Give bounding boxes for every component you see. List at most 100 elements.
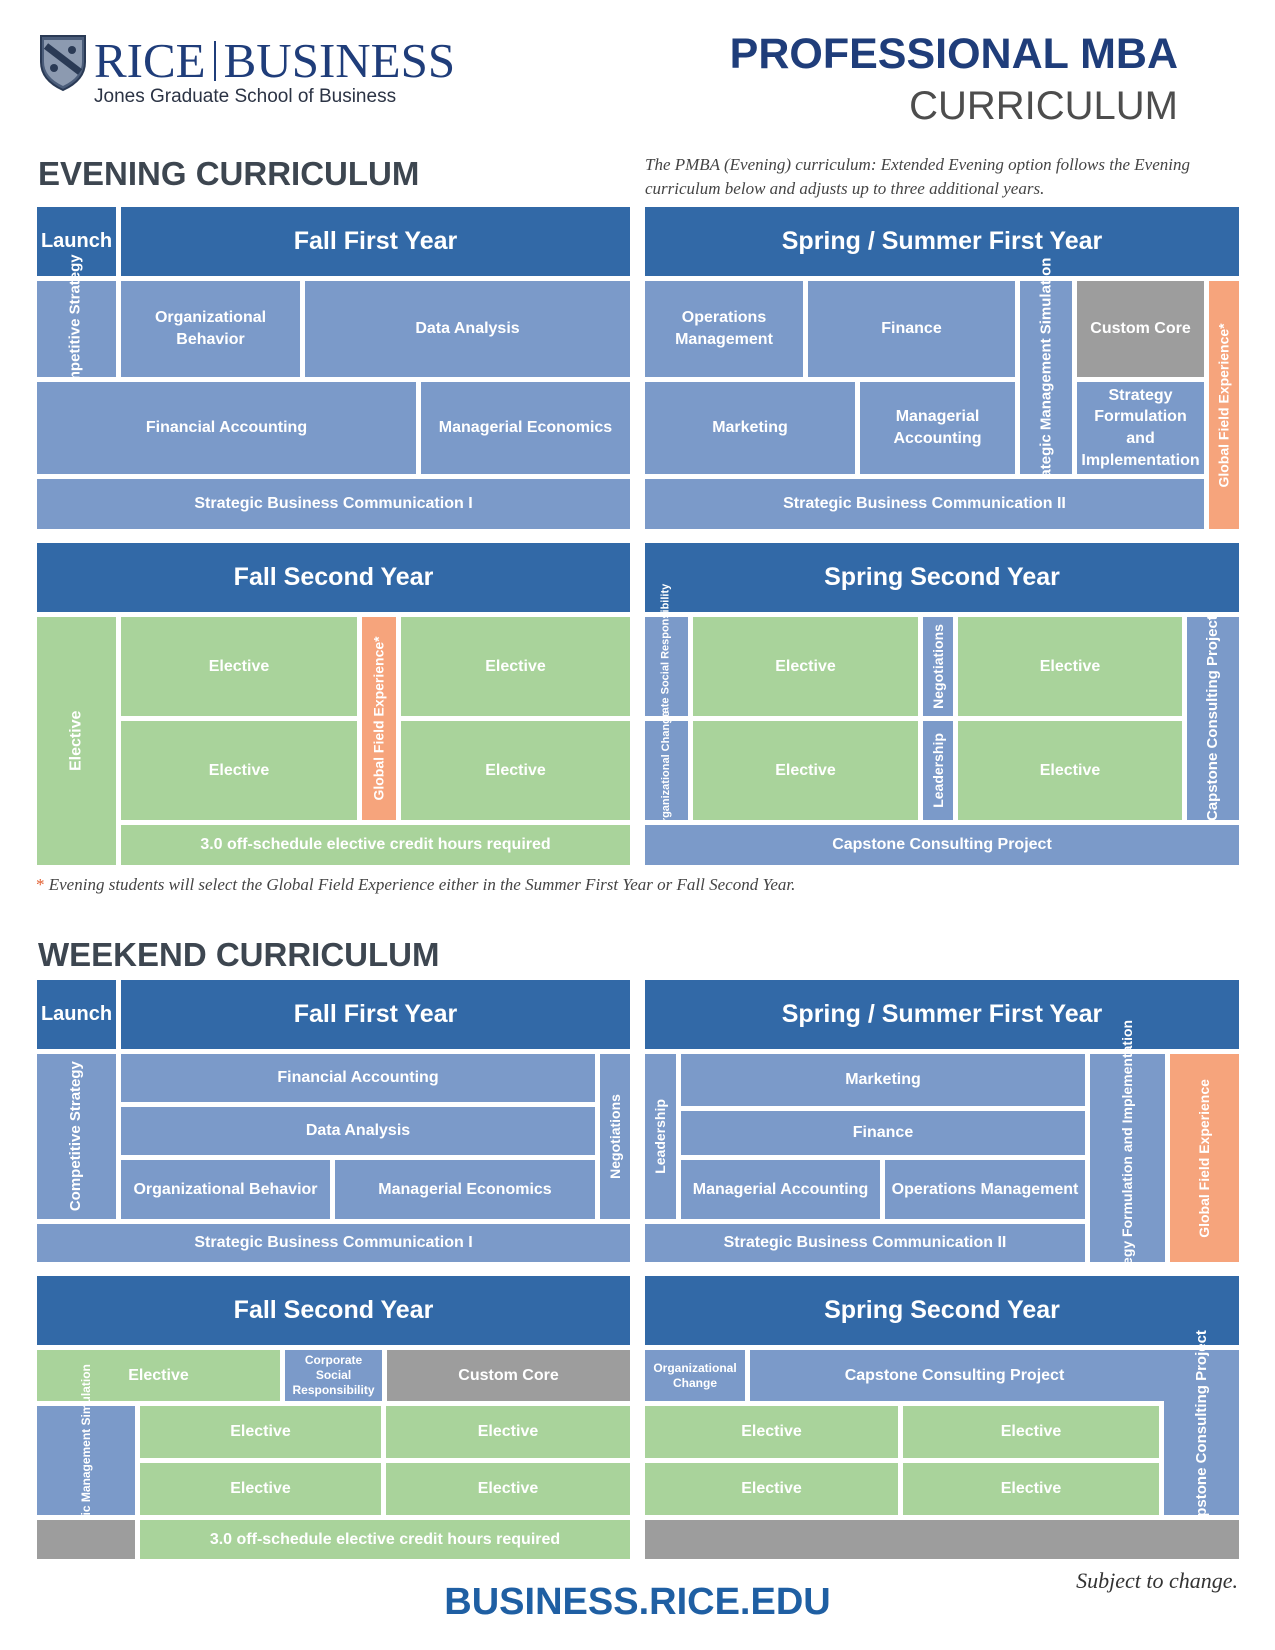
weekend-spring2-elective-1[interactable]: Elective: [645, 1406, 898, 1458]
evening-fall2-elective-1[interactable]: Elective: [121, 617, 357, 716]
label: Global Field Experience*: [1215, 322, 1232, 488]
evening-fall2-elective-4[interactable]: Elective: [401, 721, 630, 820]
weekend-fall2-elective-1[interactable]: Elective: [140, 1406, 381, 1458]
evening-sbc1[interactable]: Strategic Business Communication I: [37, 479, 630, 529]
label: Strategy Formulation and Implementation: [1119, 1019, 1136, 1297]
evening-sbc2[interactable]: Strategic Business Communication II: [645, 479, 1204, 529]
weekend-fall2-elective-3[interactable]: Elective: [140, 1463, 381, 1515]
disclaimer: Subject to change.: [1076, 1568, 1238, 1593]
evening-spring1-header: Spring / Summer First Year: [645, 207, 1239, 276]
evening-spring2-elective-1[interactable]: Elective: [693, 617, 918, 716]
evening-fall2-global-field-experience[interactable]: Global Field Experience*: [362, 617, 396, 820]
evening-elective-tall[interactable]: Elective: [37, 617, 116, 865]
weekend-operations-management[interactable]: Operations Management: [885, 1160, 1085, 1219]
label: Leadership: [652, 1099, 669, 1174]
evening-strategy-formulation[interactable]: Strategy Formulation and Implementation: [1077, 382, 1204, 474]
evening-fall2-elective-3[interactable]: Elective: [121, 721, 357, 820]
evening-negotiations[interactable]: Negotiations: [923, 617, 953, 716]
weekend-global-field-experience[interactable]: Global Field Experience: [1170, 1054, 1239, 1262]
label: Capstone Consulting Project: [1203, 615, 1221, 822]
evening-managerial-economics[interactable]: Managerial Economics: [421, 382, 630, 474]
evening-operations-management[interactable]: Operations Management: [645, 281, 803, 377]
weekend-fall1-header: Fall First Year: [121, 980, 630, 1049]
program-title: PROFESSIONAL MBA: [729, 30, 1178, 78]
evening-capstone-vertical[interactable]: Capstone Consulting Project: [1187, 615, 1239, 822]
weekend-capstone-vertical[interactable]: Capstone Consulting Project: [1164, 1330, 1239, 1535]
brand-business: BUSINESS: [223, 33, 456, 88]
weekend-spring2-elective-4[interactable]: Elective: [903, 1463, 1159, 1515]
evening-managerial-accounting[interactable]: Managerial Accounting: [860, 382, 1015, 474]
weekend-capstone-bar[interactable]: Capstone Consulting Project: [750, 1350, 1159, 1401]
weekend-sbc1[interactable]: Strategic Business Communication I: [37, 1224, 630, 1262]
weekend-launch-header: Launch: [37, 980, 116, 1049]
evening-fall2-elective-2[interactable]: Elective: [401, 617, 630, 716]
brand-wordmark: RICE BUSINESS: [94, 36, 455, 85]
weekend-strategic-management-simulation[interactable]: Strategic Management Simulation: [37, 1364, 135, 1557]
weekend-spring2-elective-2[interactable]: Elective: [903, 1406, 1159, 1458]
label: Capstone Consulting Project: [1192, 1329, 1210, 1536]
weekend-sbc2[interactable]: Strategic Business Communication II: [645, 1224, 1085, 1262]
evening-csr[interactable]: Corporate Social Responsibility: [645, 583, 688, 750]
weekend-marketing[interactable]: Marketing: [681, 1054, 1085, 1106]
evening-custom-core[interactable]: Custom Core: [1077, 281, 1204, 377]
evening-fall2-header: Fall Second Year: [37, 543, 630, 612]
weekend-fall2-elective-wide[interactable]: Elective: [37, 1350, 280, 1401]
evening-organizational-behavior[interactable]: Organizational Behavior: [121, 281, 300, 377]
weekend-strategy-formulation[interactable]: Strategy Formulation and Implementation: [1090, 1020, 1165, 1296]
evening-org-change[interactable]: Organizational Change: [645, 711, 688, 830]
weekend-finance[interactable]: Finance: [681, 1111, 1085, 1155]
website-link[interactable]: BUSINESS.RICE.EDU: [444, 1581, 831, 1623]
evening-spring2-elective-3[interactable]: Elective: [693, 721, 918, 820]
label: Organizational Change: [659, 710, 672, 831]
evening-spring2-elective-2[interactable]: Elective: [958, 617, 1182, 716]
evening-spring2-elective-4[interactable]: Elective: [958, 721, 1182, 820]
weekend-leadership[interactable]: Leadership: [645, 1054, 676, 1219]
label: Competitive Strategy: [67, 1061, 85, 1212]
weekend-fall2-credit-note[interactable]: 3.0 off-schedule elective credit hours r…: [140, 1520, 630, 1559]
evening-data-analysis[interactable]: Data Analysis: [305, 281, 630, 377]
rice-shield-icon: [40, 35, 86, 92]
evening-title: EVENING CURRICULUM: [38, 155, 420, 192]
evening-competitive-strategy[interactable]: Competitive Strategy: [37, 254, 116, 404]
weekend-fall2-elective-2[interactable]: Elective: [386, 1406, 630, 1458]
label: Negotiations: [929, 624, 946, 709]
weekend-spring2-gray-bar: [645, 1520, 1239, 1559]
weekend-fall2-header: Fall Second Year: [37, 1276, 630, 1345]
evening-strategic-management-simulation[interactable]: Strategic Management Simulation: [1020, 257, 1072, 498]
footnote-star: *: [36, 875, 45, 894]
weekend-financial-accounting[interactable]: Financial Accounting: [121, 1054, 595, 1102]
brand-divider: [213, 41, 216, 81]
evening-fall2-credit-note[interactable]: 3.0 off-schedule elective credit hours r…: [121, 825, 630, 865]
weekend-managerial-accounting[interactable]: Managerial Accounting: [681, 1160, 880, 1219]
label: Global Field Experience: [1196, 1078, 1213, 1238]
weekend-competitive-strategy[interactable]: Competitive Strategy: [37, 1054, 116, 1219]
weekend-fall2-elective-4[interactable]: Elective: [386, 1463, 630, 1515]
evening-marketing[interactable]: Marketing: [645, 382, 855, 474]
footnote-text: Evening students will select the Global …: [48, 875, 796, 894]
evening-footnote: * Evening students will select the Globa…: [36, 873, 795, 897]
evening-spring2-header: Spring Second Year: [645, 543, 1239, 612]
label: Leadership: [929, 733, 946, 808]
evening-leadership[interactable]: Leadership: [923, 721, 953, 820]
label: Elective: [67, 710, 85, 772]
weekend-org-change[interactable]: Organizational Change: [645, 1350, 745, 1401]
label: Negotiations: [606, 1094, 623, 1179]
brand-rice: RICE: [94, 33, 206, 88]
weekend-managerial-economics[interactable]: Managerial Economics: [335, 1160, 595, 1219]
weekend-data-analysis[interactable]: Data Analysis: [121, 1107, 595, 1155]
brand-school: Jones Graduate School of Business: [94, 86, 397, 107]
evening-financial-accounting[interactable]: Financial Accounting: [37, 382, 416, 474]
evening-finance[interactable]: Finance: [808, 281, 1015, 377]
program-subtitle: CURRICULUM: [909, 84, 1178, 128]
evening-capstone-bar[interactable]: Capstone Consulting Project: [645, 825, 1239, 865]
weekend-custom-core[interactable]: Custom Core: [387, 1350, 630, 1401]
weekend-spring2-elective-3[interactable]: Elective: [645, 1463, 898, 1515]
weekend-csr[interactable]: Corporate Social Responsibility: [285, 1350, 382, 1401]
evening-global-field-experience[interactable]: Global Field Experience*: [1209, 281, 1239, 529]
weekend-organizational-behavior[interactable]: Organizational Behavior: [121, 1160, 330, 1219]
evening-fall1-header: Fall First Year: [121, 207, 630, 276]
logo[interactable]: RICE BUSINESS Jones Graduate School of Bu…: [38, 32, 458, 112]
weekend-negotiations[interactable]: Negotiations: [600, 1054, 630, 1219]
evening-note: The PMBA (Evening) curriculum: Extended …: [645, 155, 1190, 198]
weekend-title: WEEKEND CURRICULUM: [38, 936, 440, 973]
